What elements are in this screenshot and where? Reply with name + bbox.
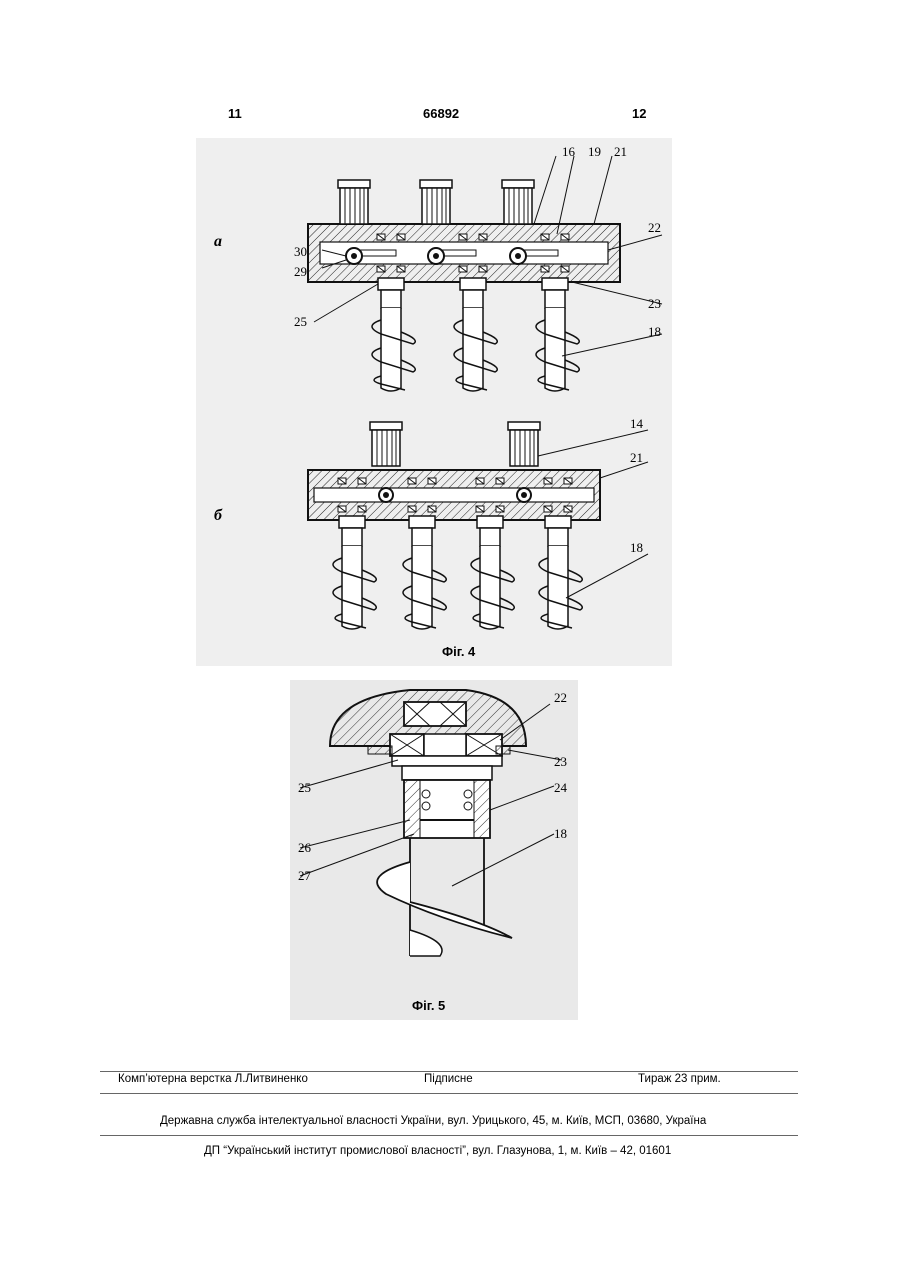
footer-circulation: Тираж 23 прим. (638, 1073, 721, 1085)
sub-label-b: б (214, 507, 223, 524)
label-a-21: 21 (614, 144, 627, 159)
patent-number: 66892 (423, 106, 459, 121)
footer-institute: ДП “Український інститут промислової вла… (204, 1145, 671, 1157)
label-a-16: 16 (562, 144, 576, 159)
fig5-label-18: 18 (554, 826, 567, 841)
fig5-label-27: 27 (298, 868, 312, 883)
footer-divider-bottom (100, 1135, 798, 1136)
sub-label-a: а (214, 233, 222, 250)
label-a-25: 25 (294, 314, 307, 329)
fig5-label-26: 26 (298, 840, 312, 855)
label-a-29: 29 (294, 264, 307, 279)
figure-4: а 16 19 21 22 30 29 23 25 18 б (196, 138, 672, 666)
label-a-18: 18 (648, 324, 661, 339)
label-a-30: 30 (294, 244, 307, 259)
label-b-14: 14 (630, 416, 644, 431)
fig5-label-25: 25 (298, 780, 311, 795)
footer-agency: Державна служба інтелектуальної власност… (160, 1115, 706, 1127)
fig5-label-24: 24 (554, 780, 568, 795)
fig5-label-23: 23 (554, 754, 567, 769)
footer-divider-middle (100, 1093, 798, 1094)
label-a-22: 22 (648, 220, 661, 235)
label-a-23: 23 (648, 296, 661, 311)
label-b-18: 18 (630, 540, 643, 555)
page-number-left: 11 (228, 106, 242, 121)
footer-signed: Підписне (424, 1073, 473, 1085)
footer-layout-credit: Комп’ютерна верстка Л.Литвиненко (118, 1073, 308, 1085)
figure-4-caption: Фіг. 4 (442, 644, 476, 659)
figure-5-caption: Фіг. 5 (412, 998, 445, 1013)
page-number-right: 12 (632, 106, 646, 121)
figure-4-drawing: а 16 19 21 22 30 29 23 25 18 б (196, 138, 672, 666)
label-b-21: 21 (630, 450, 643, 465)
figure-5: 22 23 24 25 26 27 18 Фіг. 5 (290, 680, 578, 1020)
fig5-label-22: 22 (554, 690, 567, 705)
figure-5-drawing: 22 23 24 25 26 27 18 Фіг. 5 (290, 680, 578, 1020)
footer-divider-top (100, 1071, 798, 1072)
label-a-19: 19 (588, 144, 601, 159)
